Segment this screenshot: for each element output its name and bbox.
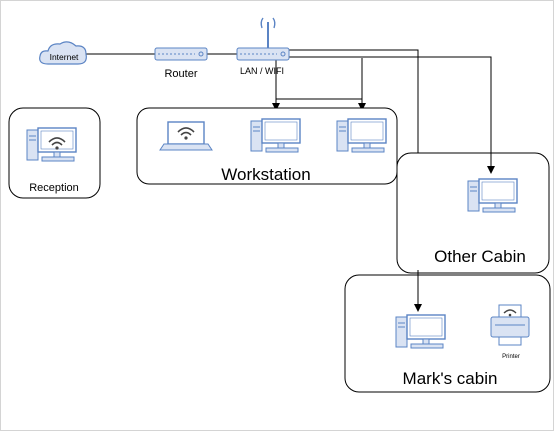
- router-label: Router: [164, 68, 197, 80]
- wifi-router-icon: [236, 17, 290, 61]
- other-cabin-group: Other Cabin: [396, 57, 550, 274]
- reception-group: Reception: [8, 107, 101, 199]
- workstation-group: Workstation: [136, 107, 398, 185]
- reception-label: Reception: [29, 182, 79, 194]
- router-icon: [154, 47, 208, 61]
- lan-wifi-label: LAN / WIFI: [240, 66, 284, 76]
- printer-label: Printer: [502, 354, 520, 360]
- cloud-icon: [39, 41, 87, 65]
- internet-label: Internet: [50, 52, 79, 62]
- wifi-desktop-icon: [26, 127, 77, 162]
- marks-cabin-label: Mark's cabin: [403, 369, 498, 388]
- printer-icon: [490, 304, 530, 346]
- workstation-label: Workstation: [221, 165, 310, 184]
- link-lan-workstation-bus: [275, 58, 362, 100]
- laptop-icon: [159, 121, 213, 151]
- other-cabin-label: Other Cabin: [434, 247, 526, 266]
- marks-cabin-group: Printer Mark's cabin: [344, 270, 551, 393]
